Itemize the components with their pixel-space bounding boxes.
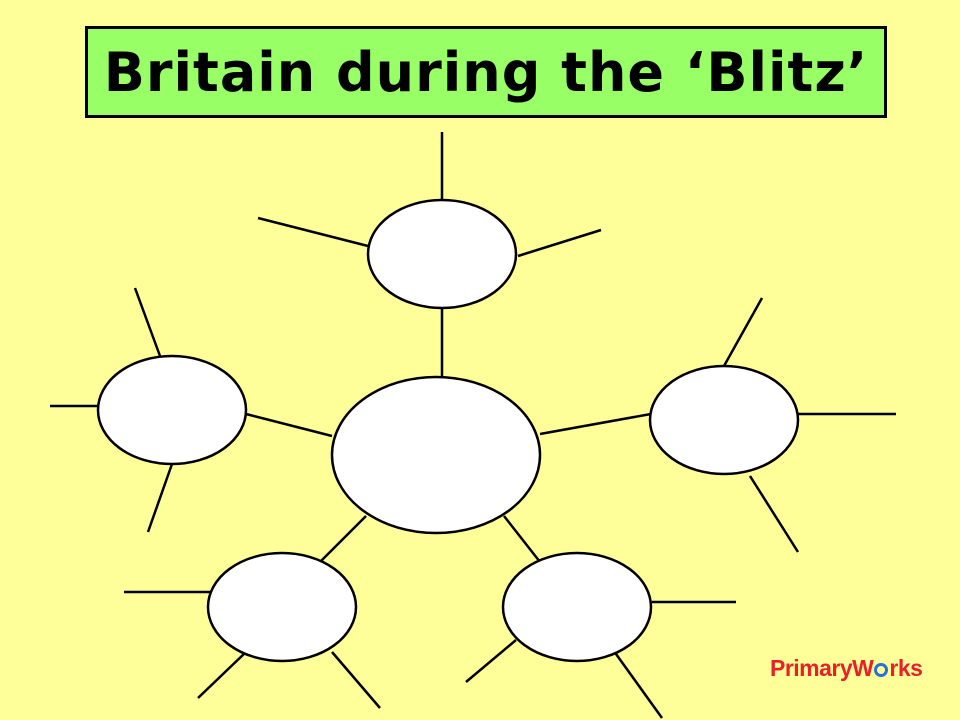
spoke-line <box>257 216 369 248</box>
connector-lines <box>50 132 896 719</box>
spoke-line <box>748 475 800 553</box>
spoke-line <box>331 651 381 709</box>
spoke-line <box>197 651 247 699</box>
bottom-right-bubble <box>501 551 653 663</box>
spoke-line <box>465 639 517 683</box>
spoke-line <box>614 653 664 719</box>
page-title: Britain during the ‘Blitz’ <box>103 40 869 104</box>
right-bubble <box>648 364 800 476</box>
bottom-left-bubble <box>206 551 358 663</box>
spoke-line <box>146 463 174 533</box>
center-bubble <box>330 375 542 535</box>
spoke-line <box>517 228 602 258</box>
top-bubble <box>366 198 518 310</box>
title-box: Britain during the ‘Blitz’ <box>85 26 887 118</box>
connector-line <box>319 515 367 563</box>
spoke-line <box>133 287 162 357</box>
connector-line <box>503 515 541 563</box>
logo-o-icon <box>874 663 889 677</box>
connector-line <box>539 412 652 436</box>
logo-text-primary: Primary <box>770 655 853 681</box>
spoke-line <box>722 297 764 367</box>
left-bubble <box>96 354 248 466</box>
logo-text-w: W <box>852 655 874 681</box>
bubbles <box>96 198 800 663</box>
connector-line <box>245 412 333 438</box>
logo-text-rks: rks <box>889 655 923 681</box>
